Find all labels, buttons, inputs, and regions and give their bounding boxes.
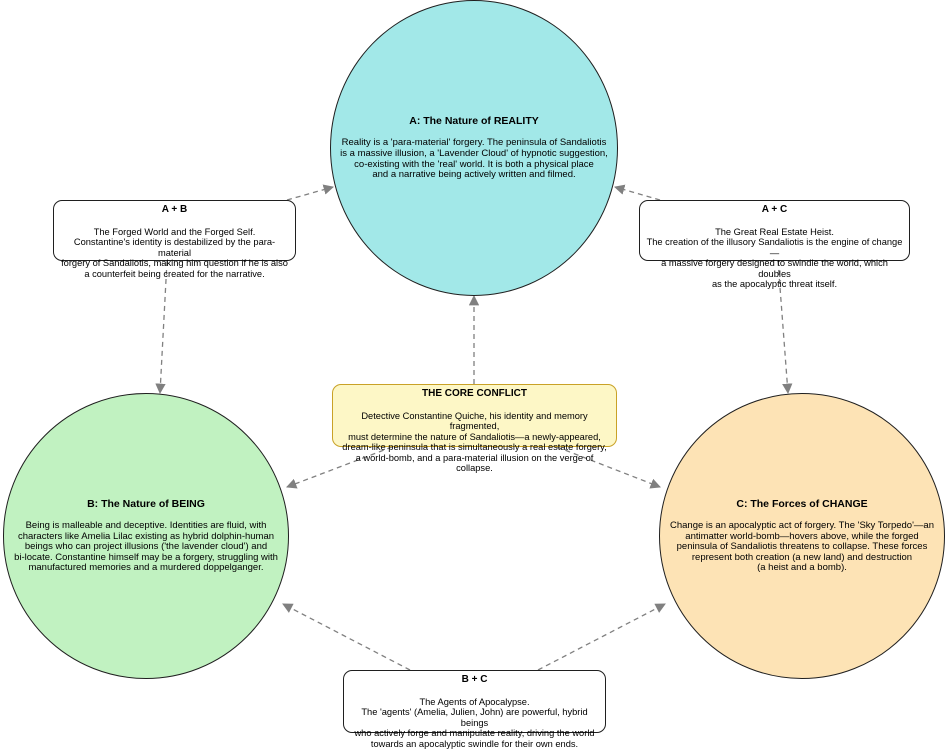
edge-bc-to-change (537, 603, 666, 671)
node-change-title: C: The Forces of CHANGE (736, 498, 868, 511)
edge-core-to-change (556, 446, 661, 489)
node-bc-title: B + C (461, 674, 488, 685)
node-reality-title: A: The Nature of REALITY (409, 115, 539, 128)
node-core-title: THE CORE CONFLICT (422, 388, 527, 399)
node-ab-body: The Forged World and the Forged Self. Co… (61, 227, 288, 279)
edge-bc-to-being (282, 603, 411, 671)
node-reality: A: The Nature of REALITY Reality is a 'p… (330, 0, 618, 296)
node-bc-body: The Agents of Apocalypse. The 'agents' (… (354, 697, 595, 749)
edge-core-to-being (286, 446, 393, 489)
node-core-body: Detective Constantine Quiche, his identi… (342, 411, 607, 474)
node-being-title: B: The Nature of BEING (87, 498, 205, 511)
edge-ac-to-change (777, 260, 793, 395)
node-reality-body: Reality is a 'para-material' forgery. Th… (340, 137, 608, 181)
node-ac-body: The Great Real Estate Heist. The creatio… (646, 227, 903, 290)
node-ab: A + B The Forged World and the Forged Se… (53, 200, 296, 279)
node-core: THE CORE CONFLICT Detective Constantine … (332, 384, 617, 473)
node-being: B: The Nature of BEING Being is malleabl… (3, 393, 289, 679)
node-being-body: Being is malleable and deceptive. Identi… (14, 520, 278, 574)
node-ab-title: A + B (161, 204, 188, 215)
node-ac: A + C The Great Real Estate Heist. The c… (639, 200, 910, 289)
edge-ac-to-reality (614, 184, 661, 201)
node-bc: B + C The Agents of Apocalypse. The 'age… (343, 670, 606, 749)
edge-ab-to-being (155, 260, 168, 395)
node-change: C: The Forces of CHANGE Change is an apo… (659, 393, 945, 679)
node-ac-title: A + C (761, 204, 788, 215)
edge-ab-to-reality (286, 184, 335, 201)
node-change-body: Change is an apocalyptic act of forgery.… (670, 520, 934, 574)
